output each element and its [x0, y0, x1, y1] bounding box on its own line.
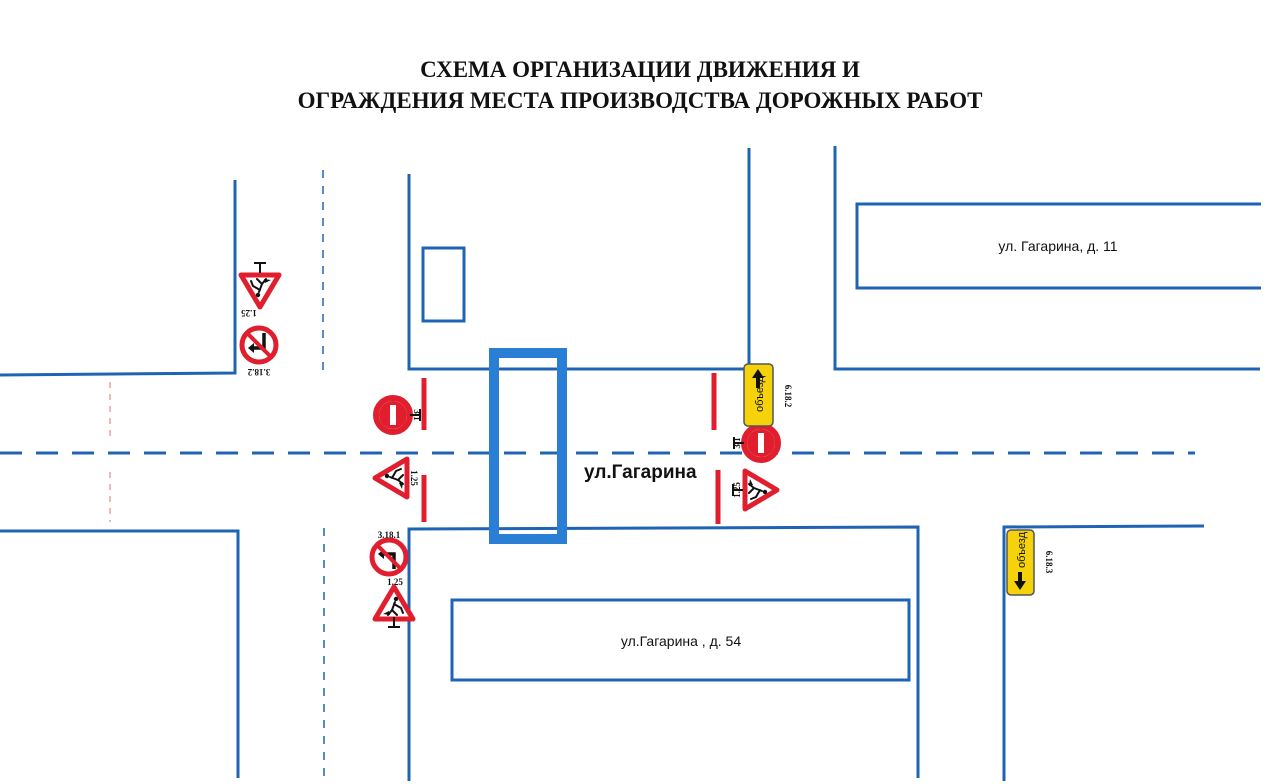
- code-6182: 6.18.2: [783, 385, 793, 408]
- title-line-2: ОГРАЖДЕНИЯ МЕСТА ПРОИЗВОДСТВА ДОРОЖНЫХ Р…: [297, 88, 983, 113]
- code-125-low: 1.25: [387, 577, 403, 587]
- sign-125-left: [375, 459, 407, 497]
- sign-125-low: [375, 587, 413, 628]
- code-31-right: 3.1: [732, 437, 742, 449]
- building-11-label: ул. Гагарина, д. 11: [998, 238, 1117, 254]
- diagram-title: СХЕМА ОРГАНИЗАЦИИ ДВИЖЕНИЯ И ОГРАЖДЕНИЯ …: [0, 54, 1280, 116]
- code-125-top: 1.25: [241, 308, 257, 318]
- curb-nw: [0, 180, 237, 377]
- code-31-left: 3.1: [412, 409, 422, 421]
- curb-se: [407, 525, 920, 781]
- work-zone: [489, 348, 567, 544]
- road-outlines: [0, 146, 1260, 781]
- code-6183: 6.18.3: [1044, 551, 1054, 574]
- code-125-right: 1.25: [732, 482, 742, 498]
- small-building: [421, 246, 466, 323]
- sign-3181: [372, 540, 406, 574]
- barriers: [421, 373, 721, 524]
- sign-6183-detour: объезд: [1006, 529, 1035, 596]
- code-125-left: 1.25: [409, 470, 419, 486]
- sign-3182-top: [242, 328, 276, 362]
- curb-se-right: [1002, 524, 1205, 781]
- building-54-label: ул.Гагарина , д. 54: [621, 633, 741, 649]
- curb-ne-right: [833, 146, 1260, 371]
- sign-6183-detour-text: объезд: [1016, 531, 1028, 568]
- buildings: [421, 202, 1261, 682]
- code-3182-top: 3.18.2: [247, 367, 270, 377]
- code-3181: 3.18.1: [378, 530, 401, 540]
- sign-6182-detour-text: объезд: [754, 375, 766, 412]
- curb-sw: [0, 529, 240, 778]
- building-54-outline: [450, 598, 911, 682]
- sign-6182-detour: объезд: [743, 363, 774, 427]
- sign-125-top: [241, 262, 279, 307]
- title-line-1: СХЕМА ОРГАНИЗАЦИИ ДВИЖЕНИЯ И: [420, 57, 860, 82]
- curb-ne-left: [407, 148, 751, 371]
- building-11-outline: [855, 202, 1261, 290]
- street-label: ул.Гагарина: [584, 462, 697, 483]
